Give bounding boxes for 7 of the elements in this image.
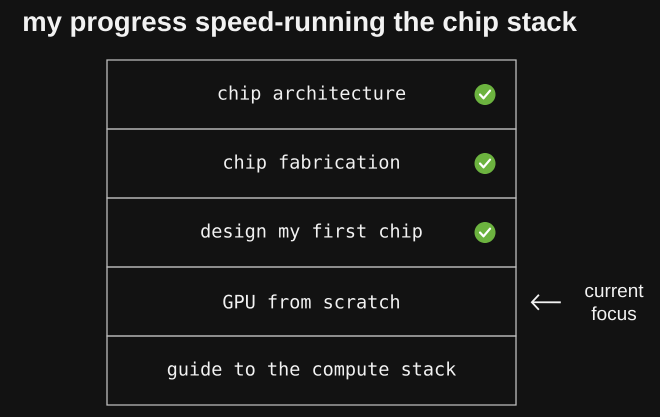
title: my progress speed-running the chip stack: [24, 11, 577, 37]
list-row: chip fabrication: [106, 128, 517, 199]
list-row: GPU from scratch: [106, 266, 517, 337]
list-row: chip architecture: [106, 59, 517, 130]
list-row: design my first chip: [106, 197, 517, 268]
side-note: current focus: [585, 284, 644, 320]
list-row: guide to the compute stack: [106, 335, 517, 406]
